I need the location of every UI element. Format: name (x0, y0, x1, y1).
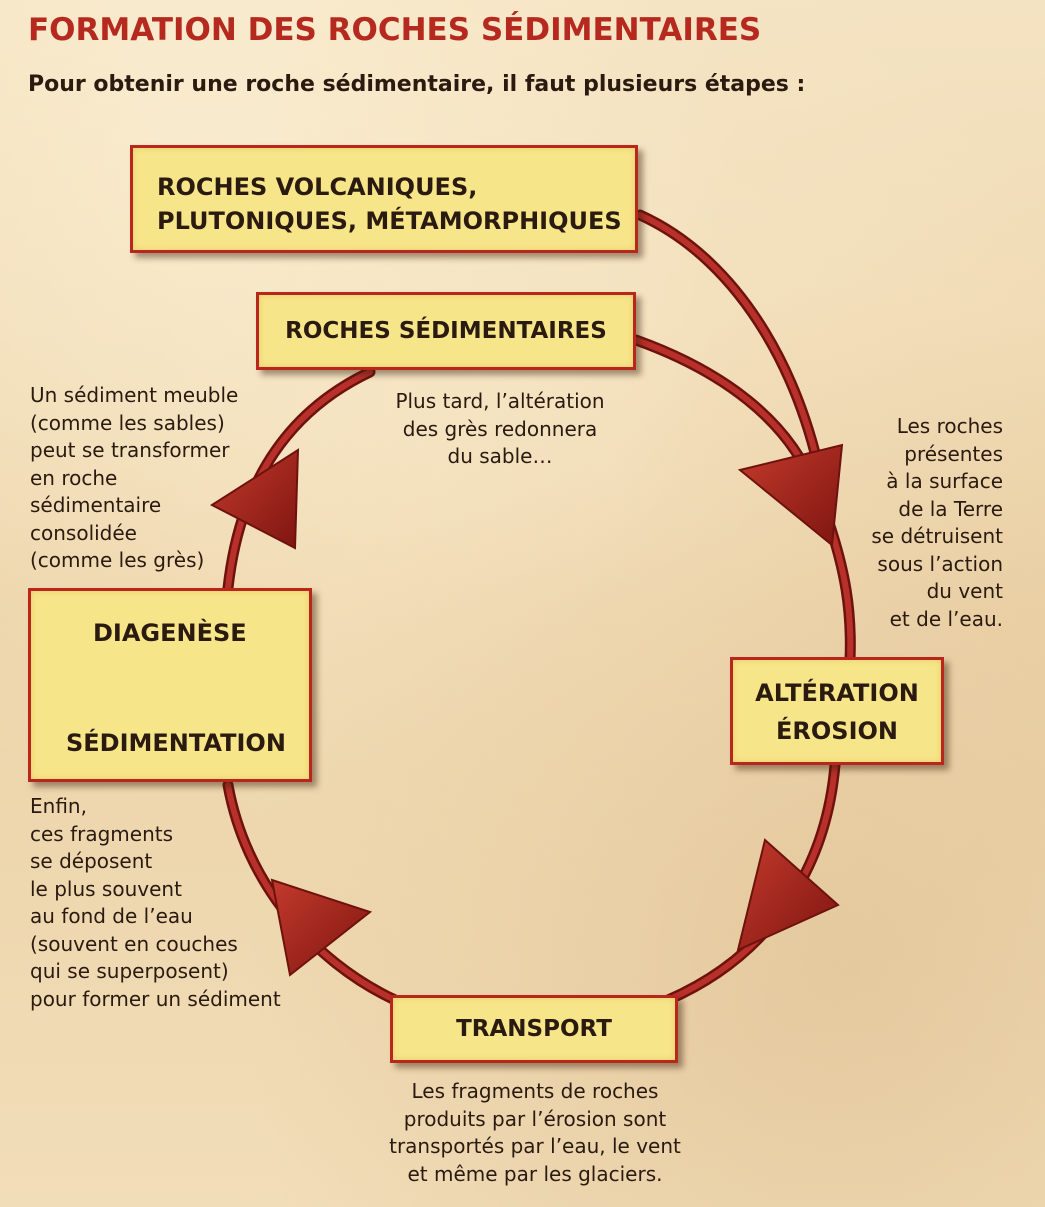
note-line: Les roches (896, 414, 1003, 438)
note-line: peut se transformer (30, 438, 230, 462)
note-line: de la Terre (898, 496, 1003, 521)
note-line: présentes (904, 441, 1003, 466)
note-line: sédimentaire (30, 493, 162, 517)
note-line: du vent (926, 579, 1003, 603)
note-transport: Les fragments de roches produits par l’é… (330, 1078, 740, 1188)
note-line: produits par l’érosion sont (403, 1106, 667, 1131)
note-line: consolidée (30, 520, 137, 545)
page-title: FORMATION DES ROCHES SÉDIMENTAIRES (28, 12, 762, 48)
note-line: Les fragments de roches (411, 1079, 659, 1103)
arrowhead-left-up (210, 448, 300, 550)
box-label-line: ALTÉRATION (755, 679, 919, 707)
note-line: des grès redonnera (402, 416, 598, 441)
box-label-line: ROCHES VOLCANIQUES, (157, 173, 478, 201)
note-line: Enfin, (30, 794, 87, 818)
note-line: en roche (30, 465, 118, 490)
note-line: (comme les sables) (30, 410, 225, 435)
note-line: et même par les glaciers. (407, 1161, 663, 1186)
note-line: qui se superposent) (30, 959, 229, 983)
box-label-diagenese: DIAGENÈSE (93, 619, 247, 647)
note-line: pour former un sédiment (30, 986, 281, 1011)
note-sedimentation: Enfin, ces fragments se déposent le plus… (30, 793, 281, 1013)
note-line: le plus souvent (30, 876, 182, 901)
note-line: transportés par l’eau, le vent (389, 1134, 681, 1158)
box-label: ROCHES SÉDIMENTAIRES (285, 318, 607, 344)
note-alteration: Les roches présentes à la surface de la … (871, 413, 1003, 633)
note-line: (souvent en couches (30, 931, 238, 956)
note-alteration-gres: Plus tard, l’altération des grès redonne… (360, 388, 640, 471)
box-label-sedimentation: SÉDIMENTATION (66, 729, 286, 757)
box-alteration-erosion: ALTÉRATION ÉROSION (730, 657, 944, 765)
page-subtitle: Pour obtenir une roche sédimentaire, il … (28, 72, 806, 97)
note-line: au fond de l’eau (30, 904, 193, 928)
note-line: à la surface (886, 469, 1003, 493)
box-transport: TRANSPORT (390, 995, 678, 1063)
box-roches-sedimentaires: ROCHES SÉDIMENTAIRES (256, 292, 636, 370)
note-line: du sable… (447, 444, 553, 468)
note-line: se déposent (30, 849, 153, 873)
note-line: sous l’action (877, 551, 1003, 576)
note-diagenese: Un sédiment meuble (comme les sables) pe… (30, 382, 238, 575)
arrowhead-bottom-left (270, 878, 373, 977)
note-line: Plus tard, l’altération (395, 389, 605, 413)
box-roches-volcaniques: ROCHES VOLCANIQUES, PLUTONIQUES, MÉTAMOR… (130, 145, 638, 253)
note-line: et de l’eau. (889, 606, 1003, 631)
box-label-line: PLUTONIQUES, MÉTAMORPHIQUES (157, 207, 622, 235)
note-line: ces fragments (30, 821, 174, 846)
note-line: Un sédiment meuble (30, 383, 239, 407)
box-label: TRANSPORT (456, 1016, 612, 1042)
arrowhead-right-down (737, 443, 844, 547)
arrowhead-bottom-right (736, 838, 840, 952)
note-line: (comme les grès) (30, 548, 205, 572)
box-diagenese-sedimentation: DIAGENÈSE SÉDIMENTATION (28, 588, 312, 782)
note-line: se détruisent (871, 524, 1003, 548)
box-label-line: ÉROSION (776, 717, 898, 745)
